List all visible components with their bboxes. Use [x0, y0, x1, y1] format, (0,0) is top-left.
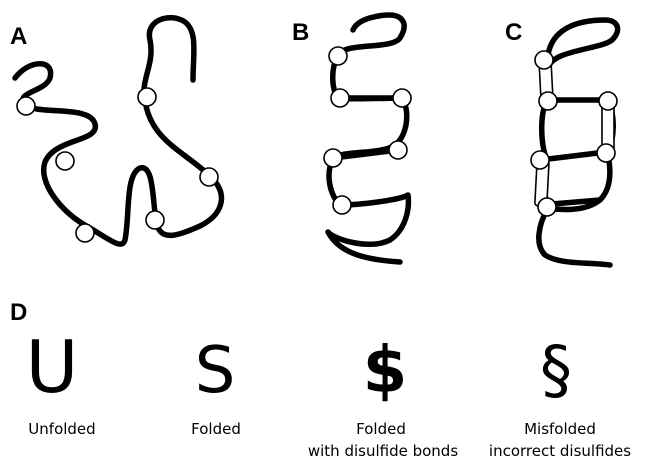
cysteine-c6 [538, 198, 556, 216]
panel-label-b: B [292, 19, 309, 46]
legend-section: § Misfolded incorrect disulfides [489, 334, 631, 460]
misfolded-caption-line1: Misfolded [524, 420, 596, 438]
folded-disulfide-caption-line2: with disulfide bonds [308, 442, 458, 460]
panel-label-d: D [10, 299, 27, 326]
panel-label-a: A [10, 23, 27, 50]
cysteine-b5 [389, 141, 407, 159]
cysteine-c4 [531, 151, 549, 169]
panel-label-c: C [505, 19, 522, 46]
cysteine-c1 [535, 51, 553, 69]
bond-c-mid [540, 152, 606, 160]
legend-u: U Unfolded [26, 325, 96, 438]
cysteine-a4 [138, 88, 156, 106]
cysteine-c5 [597, 144, 615, 162]
cysteine-a1 [17, 97, 35, 115]
panel-b-folded-chain [324, 15, 411, 262]
cysteine-a6 [200, 168, 218, 186]
cysteine-b6 [333, 196, 351, 214]
cysteine-a2 [56, 152, 74, 170]
misfolded-symbol: § [540, 334, 572, 408]
chain-a [15, 18, 221, 244]
folded-disulfide-caption-line1: Folded [356, 420, 406, 438]
cysteine-b3 [393, 89, 411, 107]
cysteine-c2 [539, 92, 557, 110]
legend-s: S Folded [191, 334, 241, 438]
cysteine-b4 [324, 149, 342, 167]
misfolded-caption-line2: incorrect disulfides [489, 442, 631, 460]
folded-symbol: S [195, 334, 236, 408]
cysteine-c3 [599, 92, 617, 110]
folded-disulfide-symbol: $ [363, 334, 408, 408]
unfolded-symbol: U [26, 325, 79, 409]
legend-dollar: $ Folded with disulfide bonds [308, 334, 458, 460]
cysteine-a3 [76, 224, 94, 242]
cysteine-b1 [329, 47, 347, 65]
panel-a-unfolded-chain [15, 18, 221, 244]
cysteine-b2 [331, 89, 349, 107]
panel-c-misfolded-chain [531, 20, 618, 265]
unfolded-caption: Unfolded [28, 420, 95, 438]
cysteine-a5 [146, 211, 164, 229]
folded-caption: Folded [191, 420, 241, 438]
